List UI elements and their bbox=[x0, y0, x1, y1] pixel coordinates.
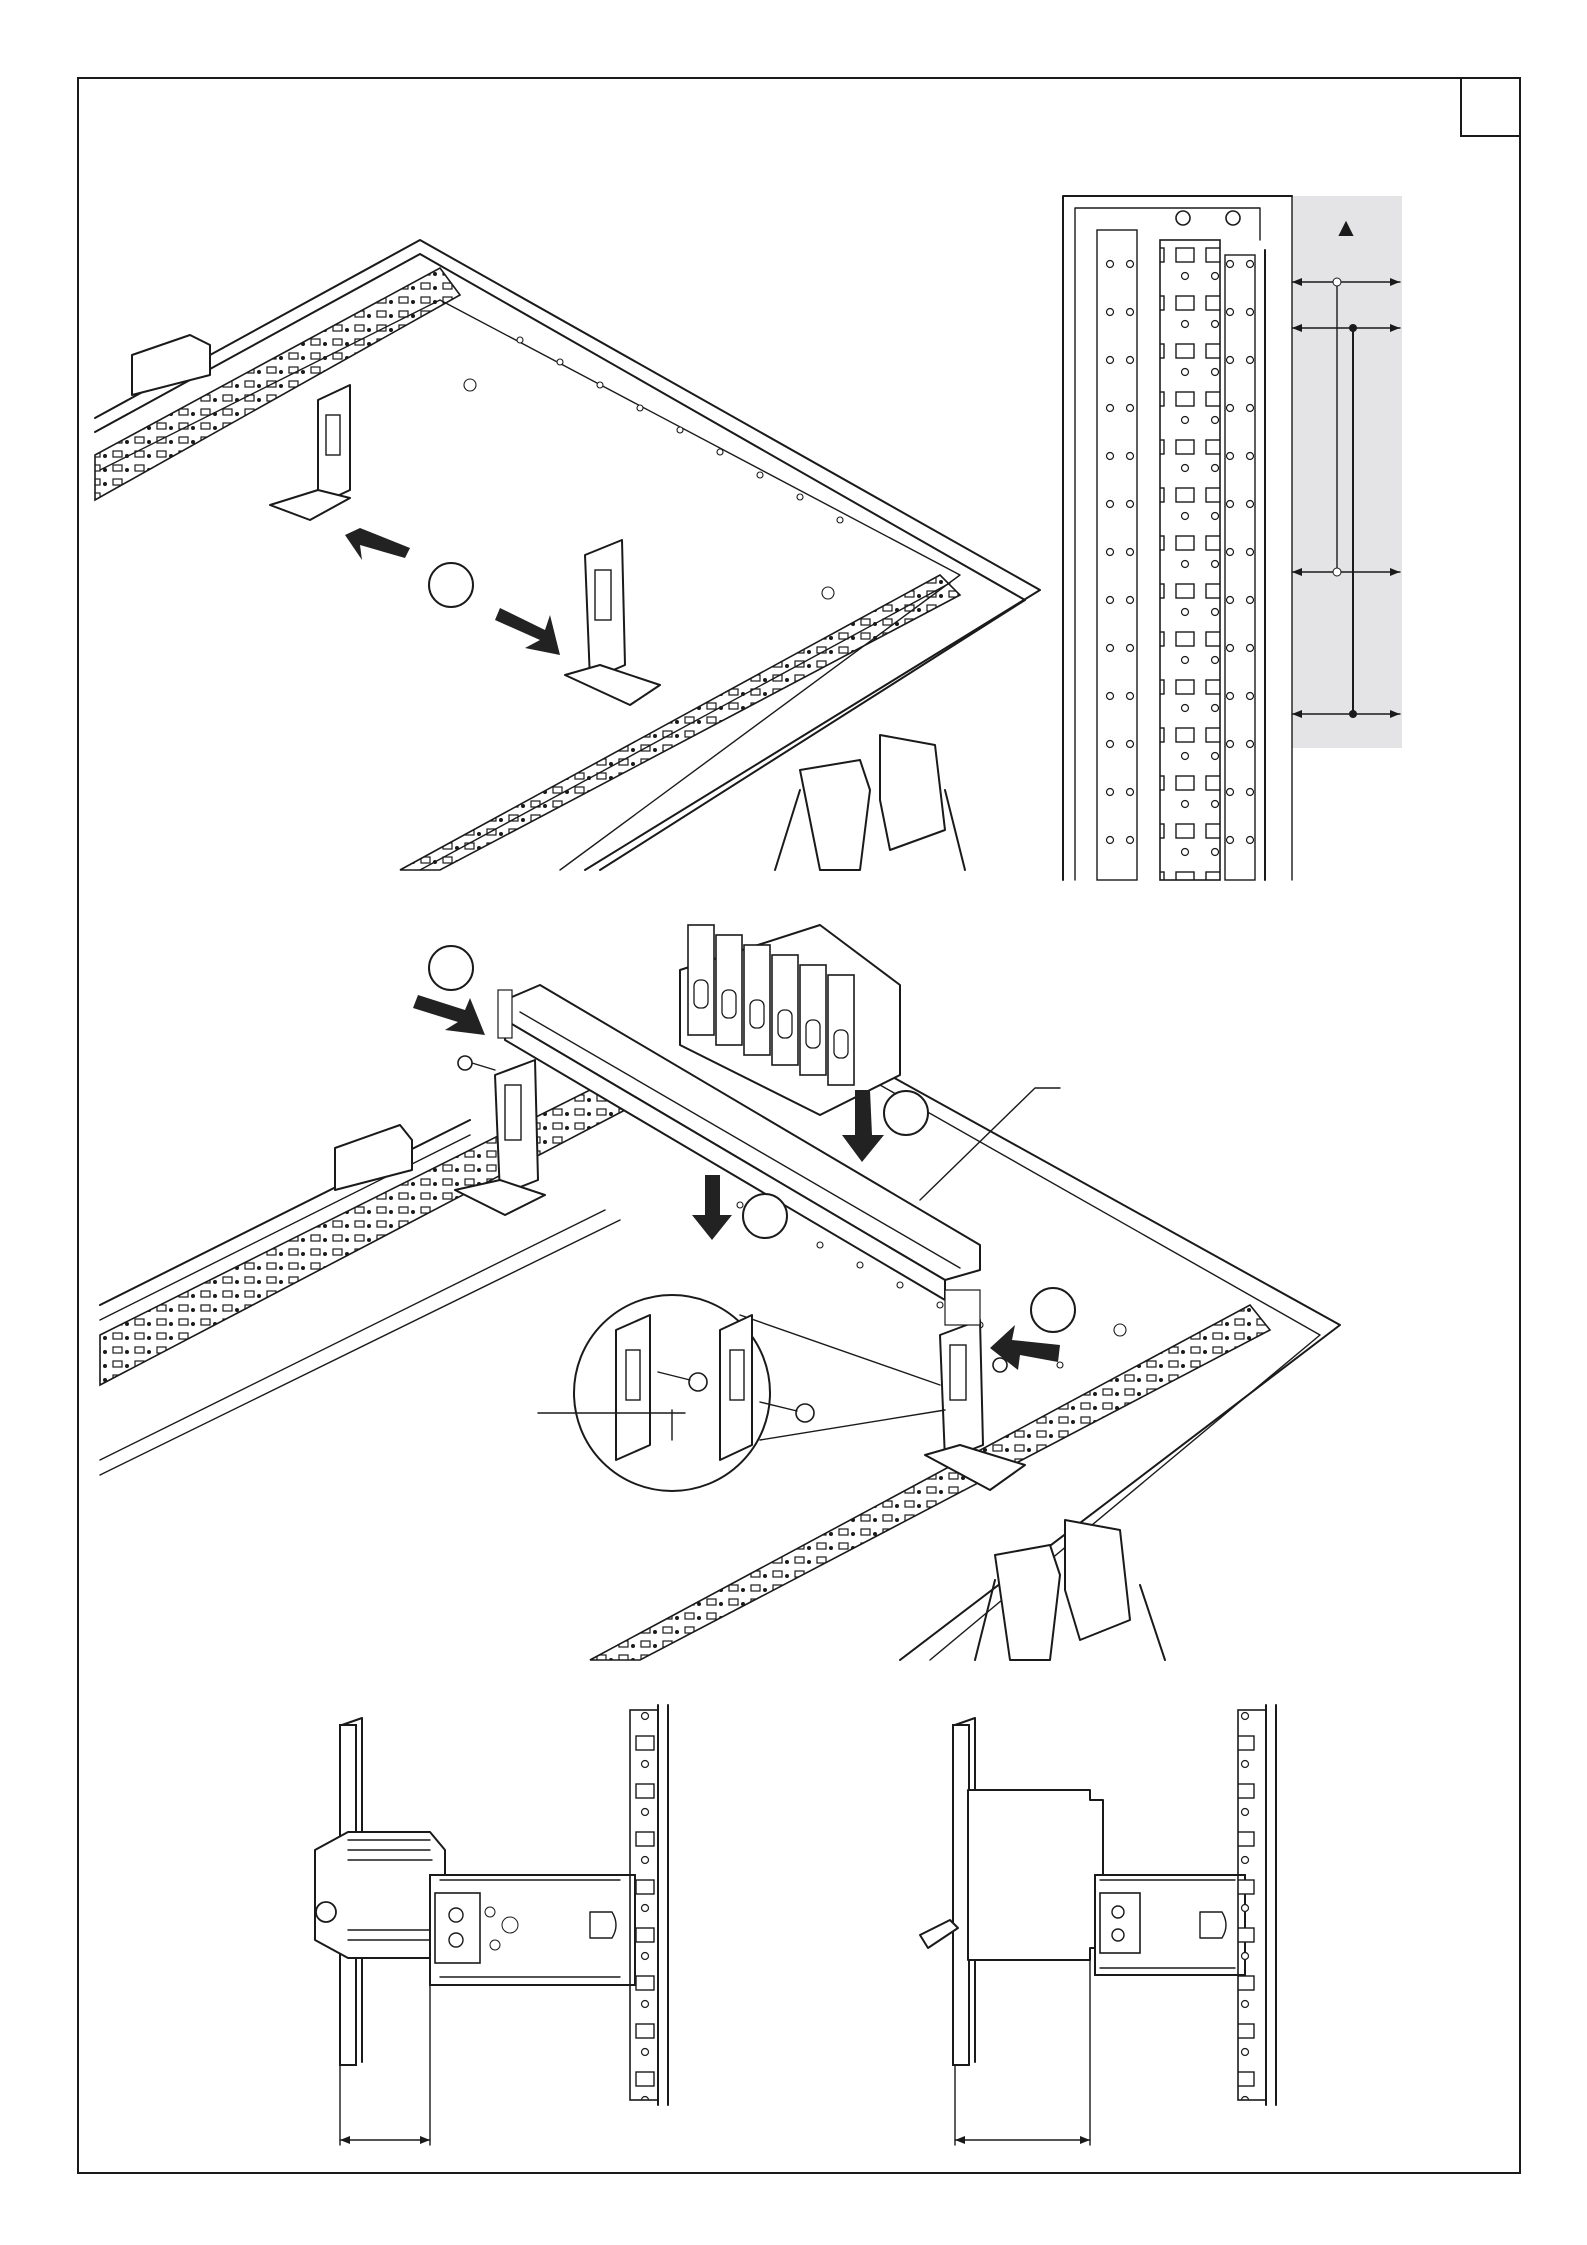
figure-side-view-surge-arrester bbox=[315, 1705, 668, 2145]
stand-lower bbox=[975, 1520, 1165, 1660]
arrow-right bbox=[495, 608, 560, 655]
mounting-bracket-loose bbox=[565, 540, 660, 705]
stand bbox=[775, 735, 965, 870]
screw-icon bbox=[458, 1056, 495, 1070]
detail-magnifier bbox=[574, 1295, 945, 1491]
figure-rail-spacing-detail: ▲ bbox=[1063, 196, 1402, 880]
step-callout-1 bbox=[429, 563, 473, 607]
step-callout-4 bbox=[743, 1194, 787, 1238]
figure-din-rail-mounting bbox=[100, 925, 1340, 1660]
step-callout-3 bbox=[884, 1091, 928, 1135]
plate-holes bbox=[464, 337, 843, 599]
shaded-dimension-area bbox=[1292, 196, 1402, 748]
arrow-down-rail bbox=[692, 1175, 732, 1240]
triangle-marker: ▲ bbox=[1333, 212, 1359, 242]
rail-bracket-right bbox=[925, 1290, 1025, 1490]
slotted-vertical-rail bbox=[1160, 240, 1220, 880]
rail-bracket-left bbox=[455, 1060, 545, 1215]
step-callout-2 bbox=[429, 946, 473, 990]
page-corner-tab bbox=[1461, 78, 1520, 136]
arrow-push-rail bbox=[413, 995, 485, 1035]
mounting-bracket-installed bbox=[270, 385, 350, 520]
arrow-left bbox=[345, 528, 410, 560]
figure-side-view-circuit-breaker bbox=[920, 1705, 1276, 2145]
step-callout-5 bbox=[1031, 1288, 1075, 1332]
figure-enclosure-brackets bbox=[95, 240, 1040, 870]
